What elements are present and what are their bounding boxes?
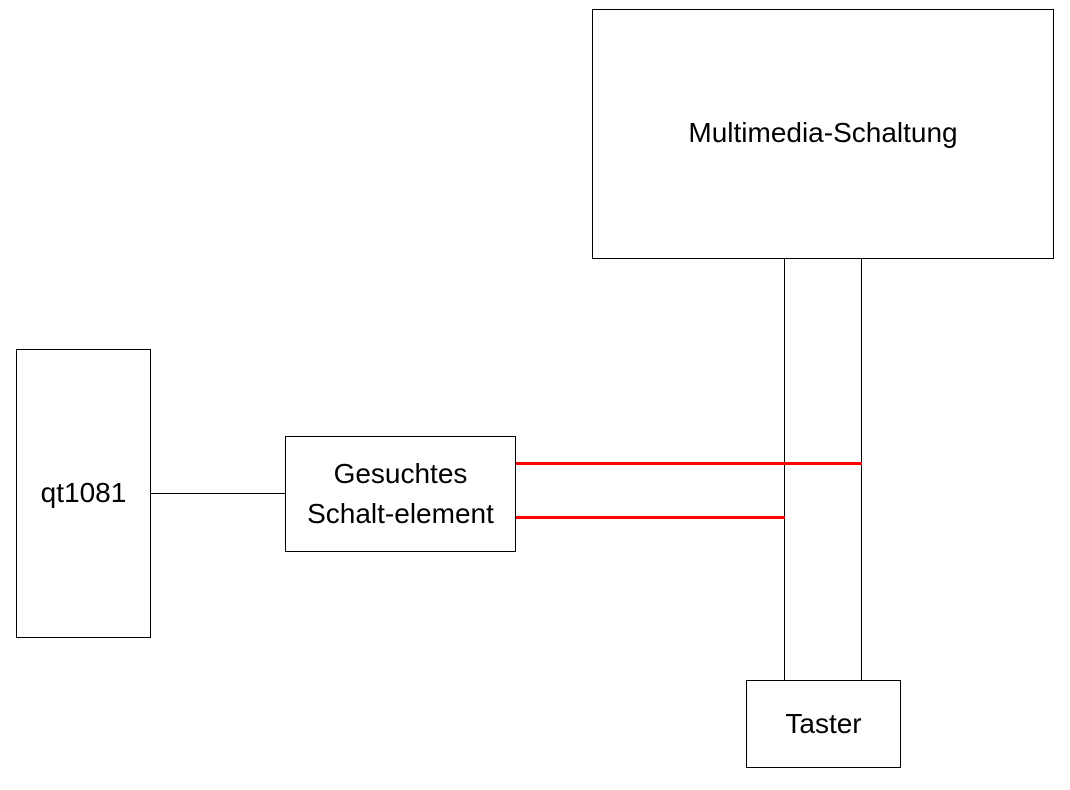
taster-label: Taster xyxy=(785,707,862,739)
qt1081-label: qt1081 xyxy=(40,477,127,509)
wire-multimedia-to-taster-right xyxy=(861,259,862,680)
qt1081-block: qt1081 xyxy=(16,349,151,638)
wire-multimedia-to-taster-left xyxy=(784,259,785,680)
multimedia-circuit-label: Multimedia-Schaltung xyxy=(688,117,958,148)
searched-switch-element-label: Gesuchtes Schalt-element xyxy=(307,454,494,534)
taster-block: Taster xyxy=(746,680,901,768)
wire-qt1081-to-element xyxy=(151,493,285,494)
element-label-line1: Gesuchtes xyxy=(333,458,468,489)
searched-switch-element-block: Gesuchtes Schalt-element xyxy=(285,436,516,552)
red-wire-lower xyxy=(516,516,785,519)
multimedia-circuit-block: Multimedia-Schaltung xyxy=(592,9,1054,259)
red-wire-upper xyxy=(516,462,862,465)
element-label-line2: Schalt-element xyxy=(307,498,494,529)
